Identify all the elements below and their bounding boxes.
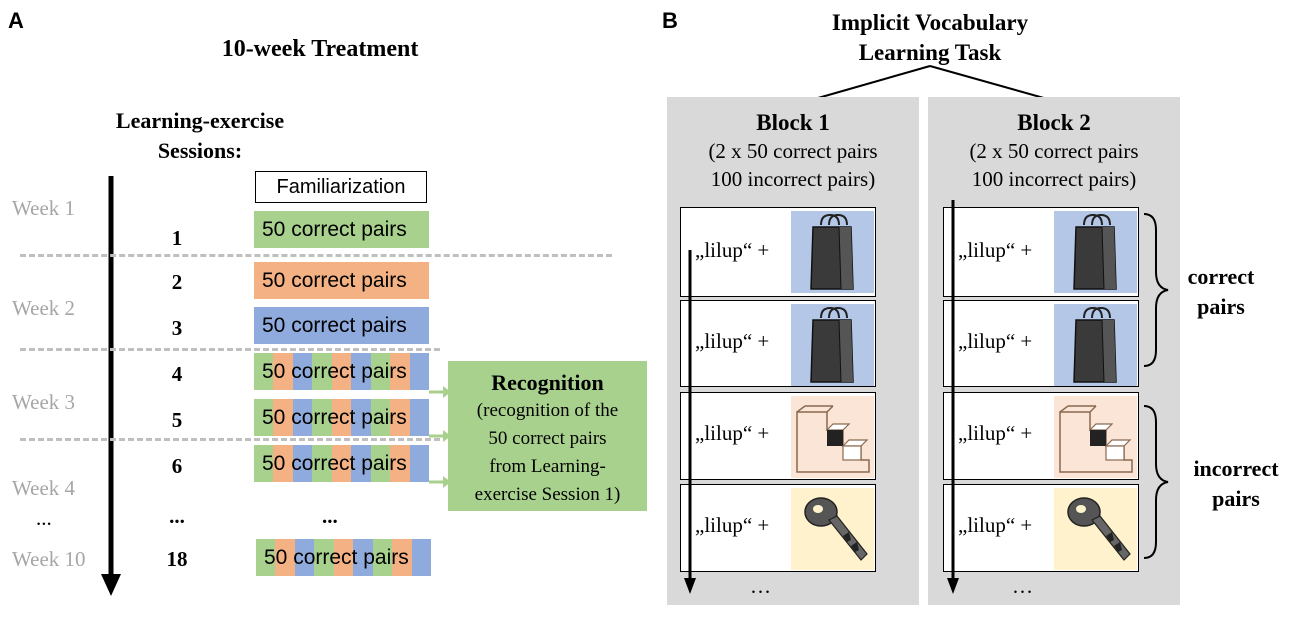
week-label: Week 1 — [12, 196, 76, 220]
trial-incorrect: „lilup“ + — [943, 484, 1139, 572]
timeline-arrow — [101, 176, 121, 596]
recognition-line: exercise Session 1) — [474, 484, 621, 505]
block-1-ellipsis: … — [750, 574, 771, 598]
stairs-icon — [1054, 396, 1137, 478]
session-number: 1 — [171, 226, 183, 250]
correct-label-line2: pairs — [1197, 294, 1245, 319]
pairs-box-session-6: 50 correct pairs — [254, 445, 429, 482]
week-label: Week 3 — [12, 390, 76, 414]
sessions-header-line1: Learning-exercise — [115, 108, 285, 133]
trial-incorrect: „lilup“ + — [943, 392, 1139, 480]
panel-a-letter: A — [8, 8, 24, 33]
panel-a-title: 10-week Treatment — [221, 36, 419, 62]
block-2-ellipsis: … — [1012, 574, 1033, 598]
block-2-title: Block 2 — [1017, 110, 1091, 135]
session-number: 6 — [171, 454, 183, 478]
block-1-title: Block 1 — [756, 110, 830, 135]
key-icon — [791, 488, 874, 570]
panel-b-title-line2: Learning Task — [858, 40, 1002, 65]
trial-word: „lilup“ + — [695, 238, 770, 262]
block-1-sub-line2: 100 incorrect pairs) — [710, 167, 876, 191]
trial-correct: „lilup“ + — [943, 300, 1139, 387]
trial-word: „lilup“ + — [695, 421, 770, 445]
pairs-box-session-1: 50 correct pairs — [254, 211, 429, 248]
week-label: Week 4 — [12, 476, 76, 500]
week-label: Week 10 — [12, 547, 86, 571]
pairs-label: 50 correct pairs — [262, 268, 407, 292]
trial-word: „lilup“ + — [695, 513, 770, 537]
incorrect-pairs-label: incorrect pairs — [1178, 454, 1294, 514]
trial-correct: „lilup“ + — [680, 207, 876, 297]
correct-pairs-brace — [1143, 213, 1169, 367]
recognition-box: Recognition (recognition of the 50 corre… — [448, 361, 647, 511]
trial-word: „lilup“ + — [958, 329, 1033, 353]
block-2-time-arrow — [947, 200, 959, 594]
pairs-box-session-2: 50 correct pairs — [254, 262, 429, 299]
incorrect-label-line2: pairs — [1212, 486, 1260, 511]
panel-b-title-line1: Implicit Vocabulary — [831, 10, 1029, 35]
trial-correct: „lilup“ + — [680, 300, 876, 387]
session-ellipsis: ... — [169, 504, 185, 528]
bag-icon — [1054, 211, 1137, 293]
trial-correct: „lilup“ + — [943, 207, 1139, 297]
trial-incorrect: „lilup“ + — [680, 484, 876, 572]
pairs-box-session-18: 50 correct pairs — [256, 539, 431, 576]
session-number: 4 — [171, 362, 183, 386]
pairs-label: 50 correct pairs — [262, 359, 407, 383]
key-icon — [1054, 488, 1137, 570]
recognition-line: from Learning- — [489, 456, 606, 477]
session-number: 18 — [166, 547, 188, 571]
recognition-line: (recognition of the — [476, 400, 619, 421]
recognition-arrows — [429, 386, 451, 488]
week-ellipsis: ... — [36, 506, 52, 530]
week-label: Week 2 — [12, 296, 76, 320]
pairs-label: 50 correct pairs — [262, 405, 407, 429]
trial-word: „lilup“ + — [958, 421, 1033, 445]
pairs-box-session-4: 50 correct pairs — [254, 353, 429, 390]
incorrect-pairs-brace — [1143, 405, 1169, 559]
pairs-label: 50 correct pairs — [262, 313, 407, 337]
panel-b-letter: B — [662, 8, 678, 33]
block-2-sub-line2: 100 incorrect pairs) — [971, 167, 1137, 191]
trial-word: „lilup“ + — [695, 329, 770, 353]
trial-incorrect: „lilup“ + — [680, 392, 876, 480]
week-separator — [20, 254, 612, 257]
trial-word: „lilup“ + — [958, 238, 1033, 262]
correct-pairs-label: correct pairs — [1166, 262, 1276, 322]
session-number: 5 — [171, 408, 183, 432]
block-1-time-arrow — [684, 250, 696, 594]
recognition-title: Recognition — [491, 370, 604, 395]
block-1-sub-line1: (2 x 50 correct pairs — [708, 139, 878, 163]
correct-label-line1: correct — [1187, 264, 1255, 289]
week-separator — [20, 438, 440, 441]
pairs-label: 50 correct pairs — [262, 451, 407, 475]
pairs-label: 50 correct pairs — [262, 217, 407, 241]
trial-word: „lilup“ + — [958, 513, 1033, 537]
bag-icon — [1054, 304, 1137, 386]
recognition-line: 50 correct pairs — [488, 428, 607, 449]
session-number: 3 — [171, 316, 183, 340]
pairs-label: 50 correct pairs — [264, 545, 409, 569]
pairs-box-session-5: 50 correct pairs — [254, 399, 429, 436]
familiarization-box: Familiarization — [255, 171, 427, 203]
session-number: 2 — [171, 270, 183, 294]
pairs-box-session-3: 50 correct pairs — [254, 307, 429, 344]
bag-icon — [791, 304, 874, 386]
bag-icon — [791, 211, 874, 293]
block-2-sub-line1: (2 x 50 correct pairs — [969, 139, 1139, 163]
incorrect-label-line1: incorrect — [1193, 456, 1279, 481]
week-separator — [20, 348, 440, 351]
sessions-header-line2: Sessions: — [157, 138, 243, 163]
pairs-ellipsis: ... — [322, 504, 338, 528]
stairs-icon — [791, 396, 874, 478]
